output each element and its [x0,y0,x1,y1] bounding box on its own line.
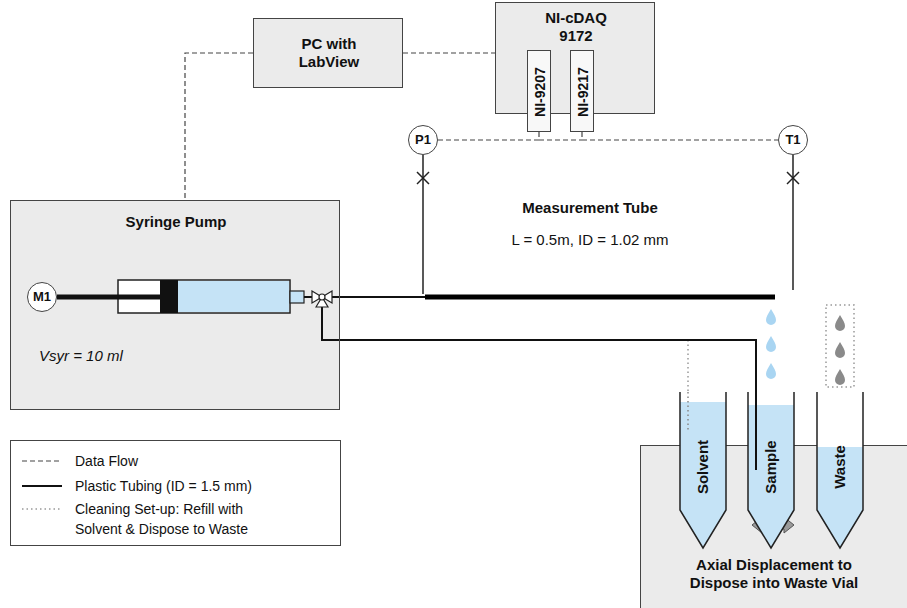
motor-symbol: M1 [27,282,57,312]
legend-text: Cleaning Set-up: Refill with Solvent & D… [75,499,280,539]
daq-chassis: NI-cDAQ 9172NI-9207 NI-9217 [495,2,655,114]
module-label: NI-9217 [575,67,592,117]
sensor-cross [417,172,429,184]
plunger [160,280,178,313]
cleaning-line [687,340,689,392]
legend-sample [22,460,62,461]
vial-body [817,392,863,548]
valve-symbol [319,294,325,300]
volume-label: Vsyr = 10 ml [39,347,239,365]
vial-wall [817,392,863,548]
vial-liquid [680,402,726,548]
motor-tag: M1 [33,289,51,305]
legend-text: Data Flow [75,451,280,471]
legend-sample [22,508,62,510]
legend-frame [11,441,341,546]
sample-vial: Sample [748,392,794,550]
data-line [539,139,582,140]
return-tubing [322,306,340,340]
box-title: PC with LabView [274,35,384,71]
sensor-cross [787,172,799,184]
vial-wall [748,392,794,548]
vial-body [680,392,726,548]
legend-sample [22,485,62,487]
waste-drop [835,315,845,331]
syringe-pump-box: Syringe PumpVsyr = 10 ml M1 [10,200,340,410]
pressure-sensor: P1 [408,125,438,155]
box-title: Syringe Pump [31,213,321,231]
data-line [403,52,495,53]
plunger-rod [57,295,160,300]
waste-vial: Waste [817,392,863,550]
waste-drop [835,342,845,358]
data-line [185,53,253,200]
sensor-cross [787,172,799,184]
plastic-tubing [340,340,756,392]
io-module: NI-9207 [527,50,551,132]
data-line [438,132,539,140]
sensor-cross [417,172,429,184]
sensor-stem [422,155,424,294]
solvent-vial: Solvent [680,392,726,550]
waste-drop [835,369,845,385]
module-label: NI-9207 [532,67,549,117]
vial-wall [680,392,726,548]
vial-liquid [748,405,794,548]
vial-label: Solvent [694,440,712,494]
io-module: NI-9217 [570,50,594,132]
syringe-fluid [178,281,289,312]
tube-dimensions: L = 0.5m, ID = 1.02 mm [440,230,740,250]
syringe-nozzle [290,291,304,303]
vial-label: Waste [831,445,849,489]
sensor-tag: T1 [785,132,800,148]
computer-box: PC with LabView [253,18,403,88]
sensor-stem [792,155,794,290]
measurement-tube [425,295,775,300]
legend-text: Plastic Tubing (ID = 1.5 mm) [75,476,280,496]
vial-label: Sample [762,440,780,493]
feed-tubing [331,296,425,298]
vial-body [748,392,794,548]
box-title: NI-cDAQ 9172 [536,9,616,45]
stage-caption: Axial Displacement to Dispose into Waste… [674,556,874,592]
sensor-tag: P1 [415,132,431,148]
sample-drop [766,309,776,325]
tube-title: Measurement Tube [440,198,740,218]
sample-drop [766,363,776,379]
sample-drop [766,336,776,352]
temperature-sensor: T1 [778,125,808,155]
vial-tubing [755,392,757,470]
data-line [582,132,778,140]
cleaning-frame [826,305,854,387]
pump-housing-fill [10,200,340,410]
vial-tubing [687,392,689,432]
